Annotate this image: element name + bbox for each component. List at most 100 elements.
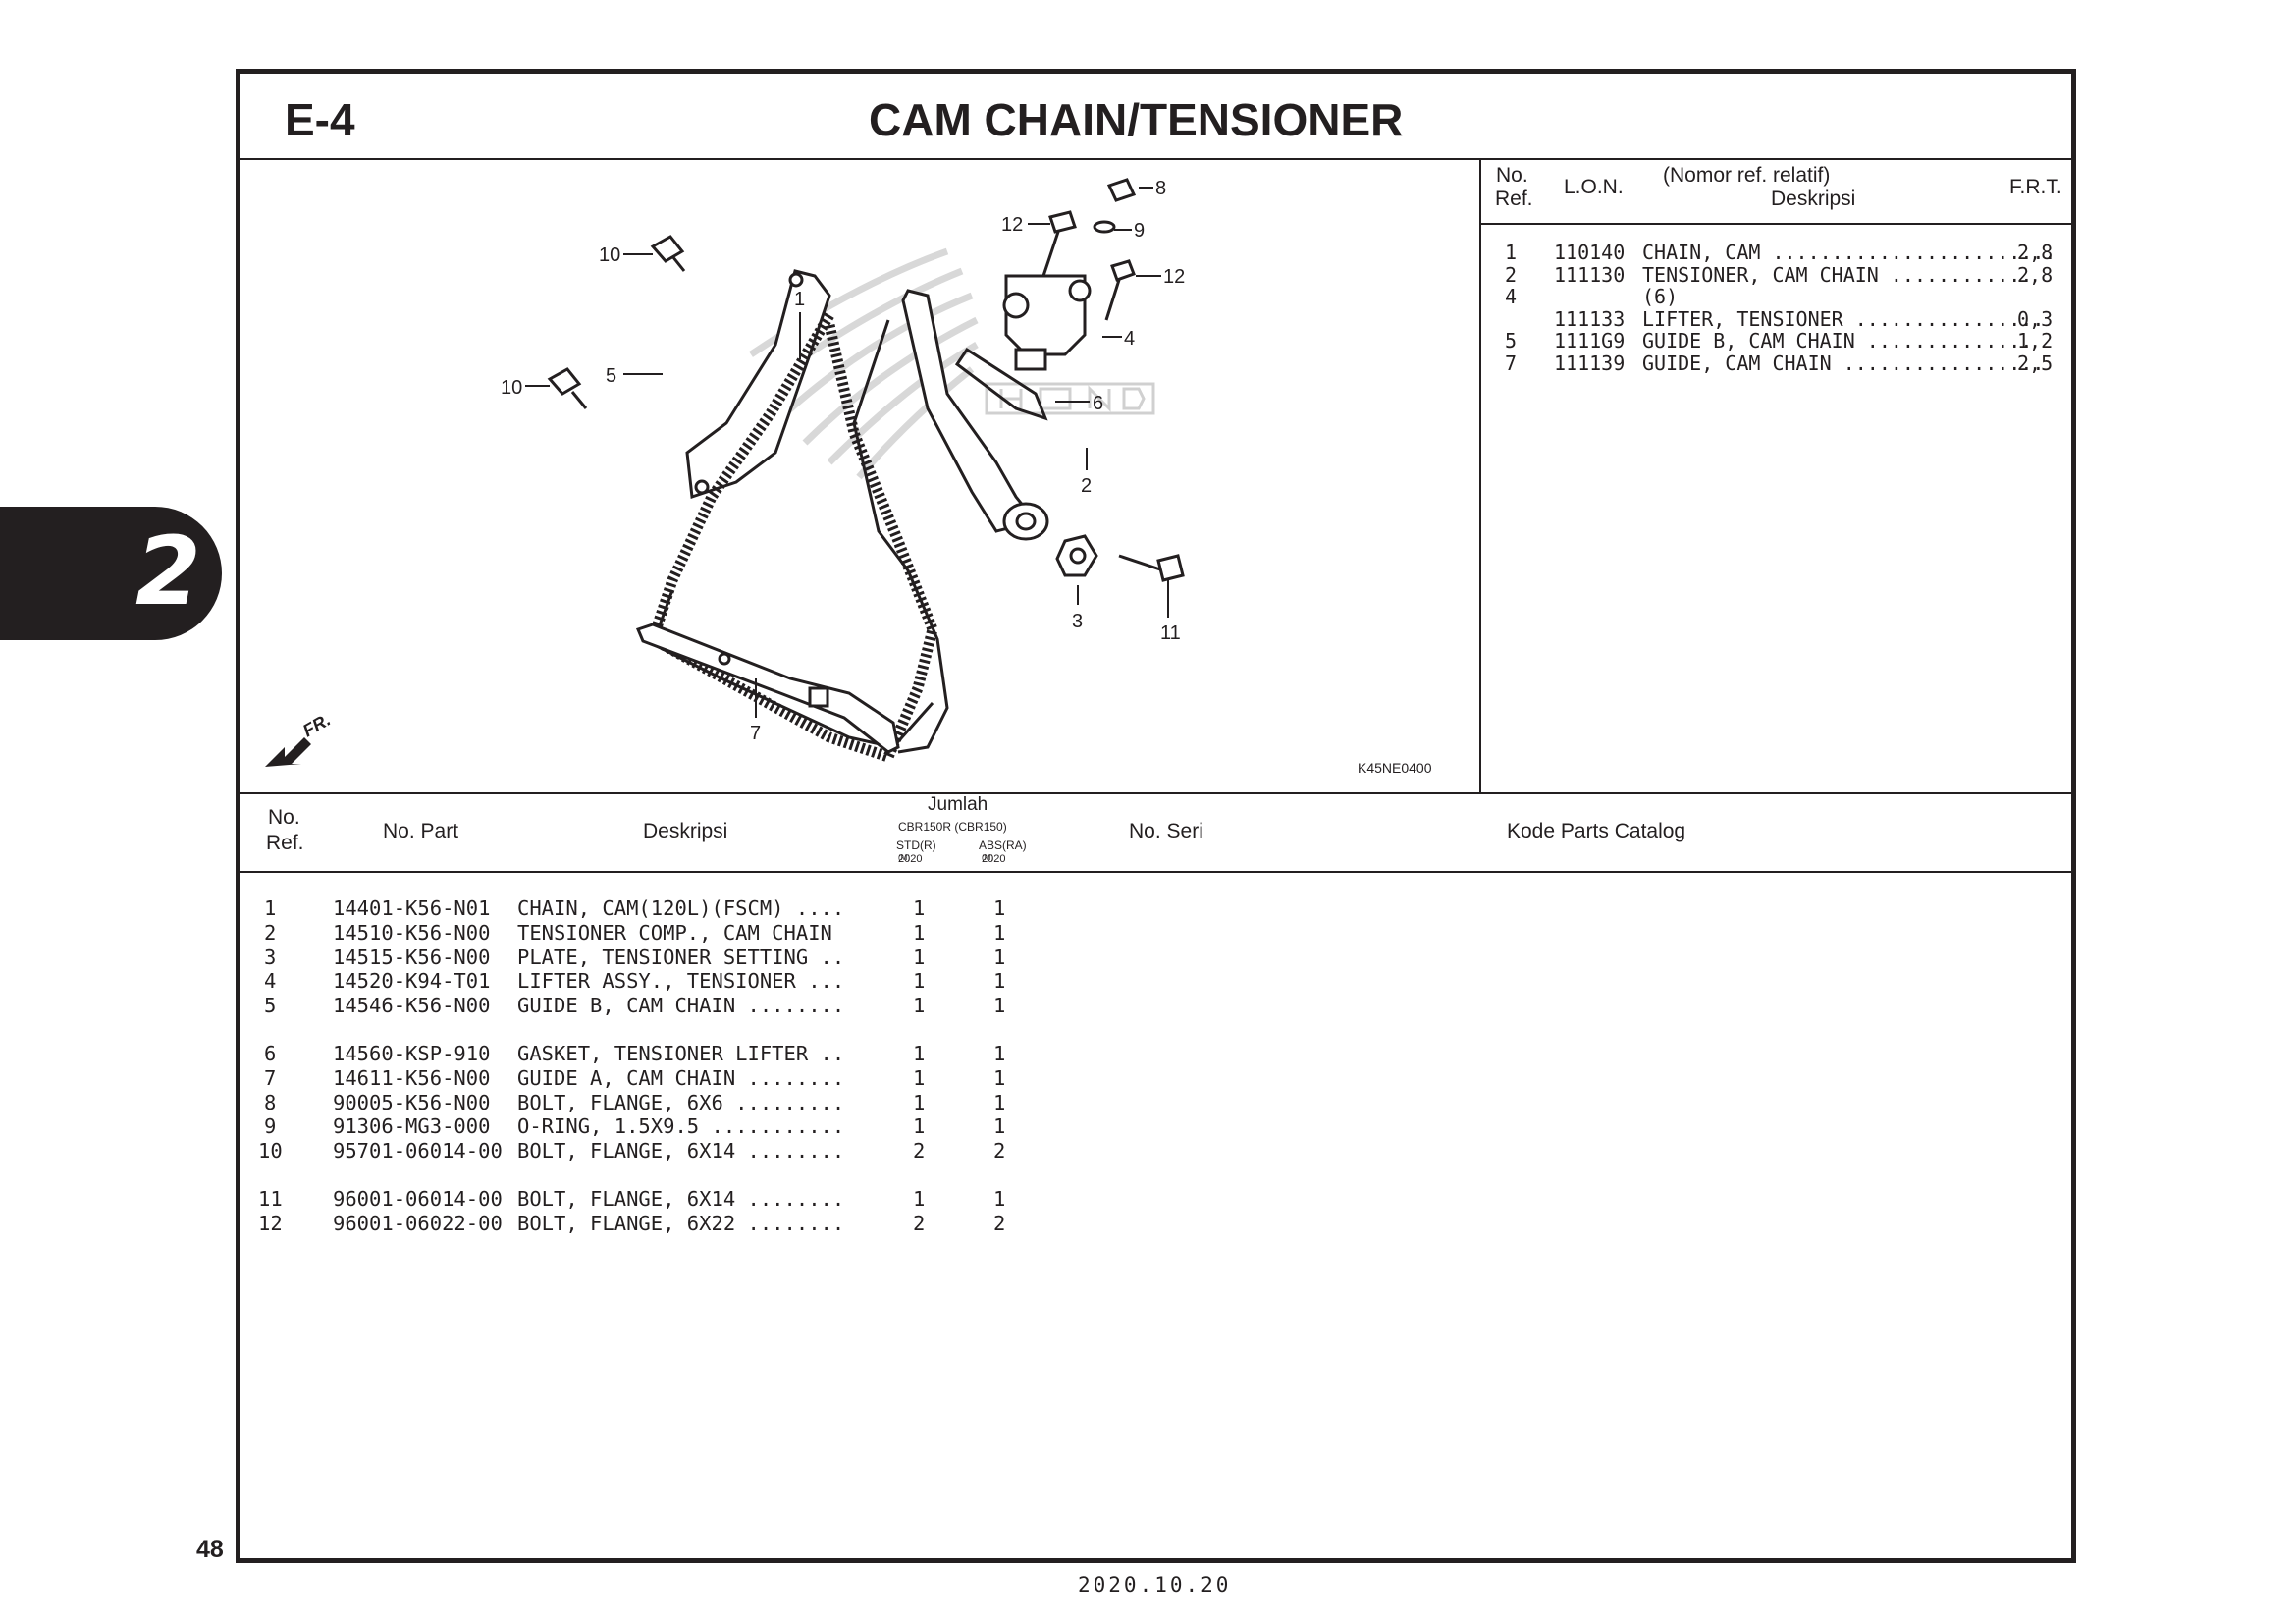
tensioner-plate xyxy=(1055,534,1098,577)
frt-lon: 110140 xyxy=(1554,241,1626,264)
qty-std: 1 xyxy=(913,1186,926,1211)
callout-3: 3 xyxy=(1072,611,1083,632)
qty-abs: 1 xyxy=(993,896,1006,920)
qty-abs: 1 xyxy=(993,1090,1006,1114)
callout-10-upper: 10 xyxy=(599,244,620,266)
section-tab: 2 xyxy=(0,507,222,640)
frt-value: 1,2 xyxy=(2017,329,2054,352)
frt-table-header: No. Ref. L.O.N. (Nomor ref. relatif) Des… xyxy=(1481,158,2076,225)
part-desc: GUIDE A, CAM CHAIN ........ xyxy=(517,1065,845,1090)
frt-desc: CHAIN, CAM ........................ xyxy=(1642,241,2056,264)
parts-header-jumlah: Jumlah xyxy=(928,794,988,815)
page-header: E-4 CAM CHAIN/TENSIONER xyxy=(240,74,2071,160)
frt-ref: 1 xyxy=(1505,241,1518,264)
frt-ref: 2 xyxy=(1505,262,1518,287)
qty-std: 1 xyxy=(913,1041,926,1065)
part-number: 14515-K56-N00 xyxy=(333,945,491,969)
bolt-11 xyxy=(1118,554,1185,582)
guide-a xyxy=(635,623,900,754)
part-ref: 11 xyxy=(258,1186,283,1211)
parts-header-model: CBR150R (CBR150) xyxy=(898,820,1007,834)
frt-lon: 111139 xyxy=(1554,351,1626,375)
bolt-12-upper xyxy=(1041,210,1077,277)
frt-row: 7 111139 GUIDE, CAM CHAIN ..............… xyxy=(1481,351,2076,375)
part-number: 14560-KSP-910 xyxy=(333,1041,491,1065)
bolt-10-upper xyxy=(650,235,686,272)
vertical-divider xyxy=(1479,158,1481,792)
parts-header-seri: No. Seri xyxy=(1129,820,1203,842)
qty-std: 1 xyxy=(913,994,926,1018)
part-ref: 8 xyxy=(264,1090,277,1114)
frt-ref: 7 xyxy=(1505,351,1518,375)
parts-row: 4 14520-K94-T01 LIFTER ASSY., TENSIONER ..… xyxy=(240,969,2071,994)
callout-12-upper: 12 xyxy=(1001,214,1023,236)
parts-header-no: No. xyxy=(268,806,300,829)
bolt-8 xyxy=(1106,178,1137,202)
frt-desc: LIFTER, TENSIONER ................ xyxy=(1642,306,2045,331)
page-title: CAM CHAIN/TENSIONER xyxy=(869,94,1404,145)
tensioner-lifter xyxy=(1002,274,1092,371)
qty-abs: 1 xyxy=(993,920,1006,945)
qty-abs: 1 xyxy=(993,994,1006,1018)
part-ref: 4 xyxy=(264,969,277,994)
part-desc: BOLT, FLANGE, 6X14 ........ xyxy=(517,1186,845,1211)
part-desc: GASKET, TENSIONER LIFTER .. xyxy=(517,1041,845,1065)
part-number: 90005-K56-N00 xyxy=(333,1090,491,1114)
part-desc: O-RING, 1.5X9.5 ........... xyxy=(517,1114,845,1139)
o-ring-9 xyxy=(1093,220,1116,234)
model-suffix: (M) xyxy=(982,853,993,862)
callout-7: 7 xyxy=(750,723,761,744)
front-arrow-icon: FR. xyxy=(265,710,334,767)
part-desc: BOLT, FLANGE, 6X14 ........ xyxy=(517,1139,845,1164)
frt-row: 4 (6) xyxy=(1481,285,2076,308)
frt-value: 2,5 xyxy=(2017,351,2054,375)
frt-desc: GUIDE B, CAM CHAIN .............. xyxy=(1642,329,2033,352)
exploded-diagram: 1 2 3 4 5 6 7 8 9 10 10 11 12 12 FR. K45… xyxy=(240,158,1479,792)
parts-table-header: No. Ref. No. Part Deskripsi Jumlah CBR15… xyxy=(240,794,2071,873)
callout-10-lower: 10 xyxy=(501,377,522,399)
catalog-page-frame: E-4 CAM CHAIN/TENSIONER xyxy=(236,69,2076,1563)
qty-abs: 1 xyxy=(993,969,1006,994)
part-number: 91306-MG3-000 xyxy=(333,1114,491,1139)
year-abs: 2020 xyxy=(982,853,1006,865)
part-number: 96001-06022-00 xyxy=(333,1211,503,1235)
part-desc: PLATE, TENSIONER SETTING .. xyxy=(517,945,845,969)
gasket xyxy=(954,347,1048,421)
frt-desc: TENSIONER, CAM CHAIN ............ xyxy=(1642,262,2033,287)
parts-header-std: STD(R) xyxy=(896,839,936,852)
qty-abs: 1 xyxy=(993,1186,1006,1211)
part-number: 14546-K56-N00 xyxy=(333,994,491,1018)
part-number: 14520-K94-T01 xyxy=(333,969,491,994)
section-tab-number: 2 xyxy=(135,516,201,626)
qty-abs: 2 xyxy=(993,1211,1006,1235)
qty-std: 1 xyxy=(913,1065,926,1090)
frt-ref: 4 xyxy=(1505,285,1518,308)
model-suffix: (M) xyxy=(898,853,910,862)
section-code: E-4 xyxy=(285,94,355,145)
part-desc: BOLT, FLANGE, 6X6 ......... xyxy=(517,1090,845,1114)
part-number: 14510-K56-N00 xyxy=(333,920,491,945)
qty-std: 1 xyxy=(913,1090,926,1114)
frt-row: 111133 LIFTER, TENSIONER ...............… xyxy=(1481,306,2076,331)
callout-8: 8 xyxy=(1155,178,1166,199)
frt-row: 5 1111G9 GUIDE B, CAM CHAIN ............… xyxy=(1481,329,2076,352)
frt-header-frt: F.R.T. xyxy=(2009,176,2062,198)
callout-lines xyxy=(525,187,1169,718)
callout-11: 11 xyxy=(1160,623,1181,644)
part-number: 95701-06014-00 xyxy=(333,1139,503,1164)
part-desc: LIFTER ASSY., TENSIONER ... xyxy=(517,969,845,994)
qty-std: 1 xyxy=(913,920,926,945)
year-std: 2020 xyxy=(898,853,923,865)
parts-header-ref: Ref. xyxy=(266,832,304,854)
frt-header-deskripsi: Deskripsi xyxy=(1771,188,1856,210)
frt-value: 2,8 xyxy=(2017,262,2054,287)
callout-6: 6 xyxy=(1093,393,1103,414)
part-ref: 2 xyxy=(264,920,277,945)
